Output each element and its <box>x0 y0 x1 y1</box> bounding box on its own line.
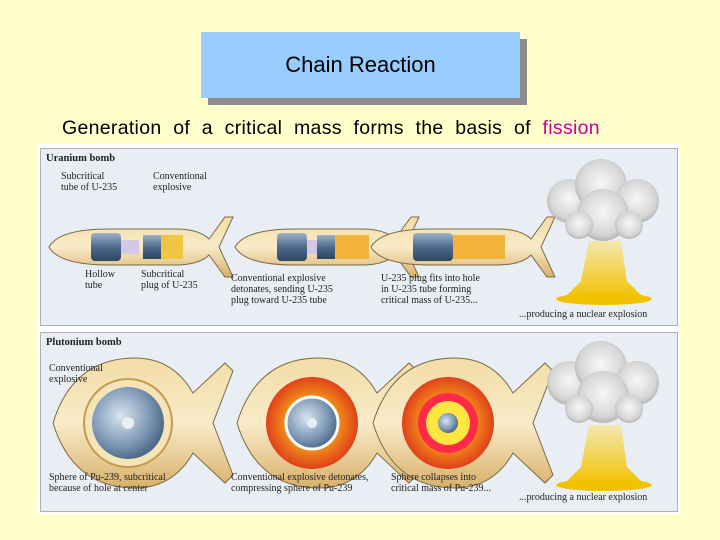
label-line: tube <box>85 280 103 291</box>
label-line: because of hole at center <box>49 483 148 494</box>
plutonium-panel-title: Plutonium bomb <box>46 337 122 348</box>
uranium-bomb-1 <box>48 216 234 278</box>
label-line: Conventional explosive detonates, <box>231 472 369 483</box>
label-line: Hollow <box>85 269 115 280</box>
slide-title: Chain Reaction <box>201 32 520 98</box>
subtitle-highlight: fission <box>542 117 600 139</box>
label-line: compressing sphere of Pu-239 <box>231 483 353 494</box>
uranium-bomb-panel: Uranium bomb <box>40 148 678 326</box>
plutonium-bomb-3 <box>372 357 554 489</box>
label-line: detonates, sending U-235 <box>231 284 333 295</box>
label-line: Conventional explosive <box>231 273 326 284</box>
label-line: Sphere of Pu-239, subcritical <box>49 472 166 483</box>
label-line: explosive <box>153 182 192 193</box>
label-uranium-explosion: ...producing a nuclear explosion <box>519 309 648 320</box>
label-line: U-235 plug fits into hole <box>381 273 480 284</box>
label-line: plug of U-235 <box>141 280 198 291</box>
label-pu-step2: Conventional explosive detonates,compres… <box>231 472 368 494</box>
subtitle-text: Generation of a critical mass forms the … <box>62 117 543 139</box>
uranium-bomb-2 <box>234 216 420 278</box>
slide-subtitle: Generation of a critical mass forms the … <box>62 114 654 143</box>
bomb-diagram-figure: Uranium bomb <box>38 144 680 514</box>
label-line: Subcritical <box>61 171 105 182</box>
label-line: explosive <box>49 374 88 385</box>
label-line: Conventional <box>153 171 207 182</box>
label-line: Sphere collapses into <box>391 472 476 483</box>
mushroom-cloud-1 <box>547 159 659 305</box>
plutonium-bomb-1 <box>52 357 234 489</box>
label-line: Subcritical <box>141 269 185 280</box>
uranium-panel-title: Uranium bomb <box>46 153 116 164</box>
label-line: plug toward U-235 tube <box>231 295 327 306</box>
plutonium-bomb-drawing <box>52 341 659 491</box>
label-line: critical mass of U-235... <box>381 295 478 306</box>
label-line: tube of U-235 <box>61 182 118 193</box>
uranium-bomb-drawing <box>48 159 659 305</box>
label-line: critical mass of Pu-239... <box>391 483 491 494</box>
label-pu-explosion: ...producing a nuclear explosion <box>519 492 648 503</box>
label-line: in U-235 tube forming <box>381 284 472 295</box>
mushroom-cloud-2 <box>547 341 659 491</box>
uranium-bomb-3 <box>370 216 556 278</box>
label-line: Conventional <box>49 363 103 374</box>
plutonium-bomb-2 <box>236 357 418 489</box>
plutonium-bomb-panel: Plutonium bomb <box>40 332 678 512</box>
